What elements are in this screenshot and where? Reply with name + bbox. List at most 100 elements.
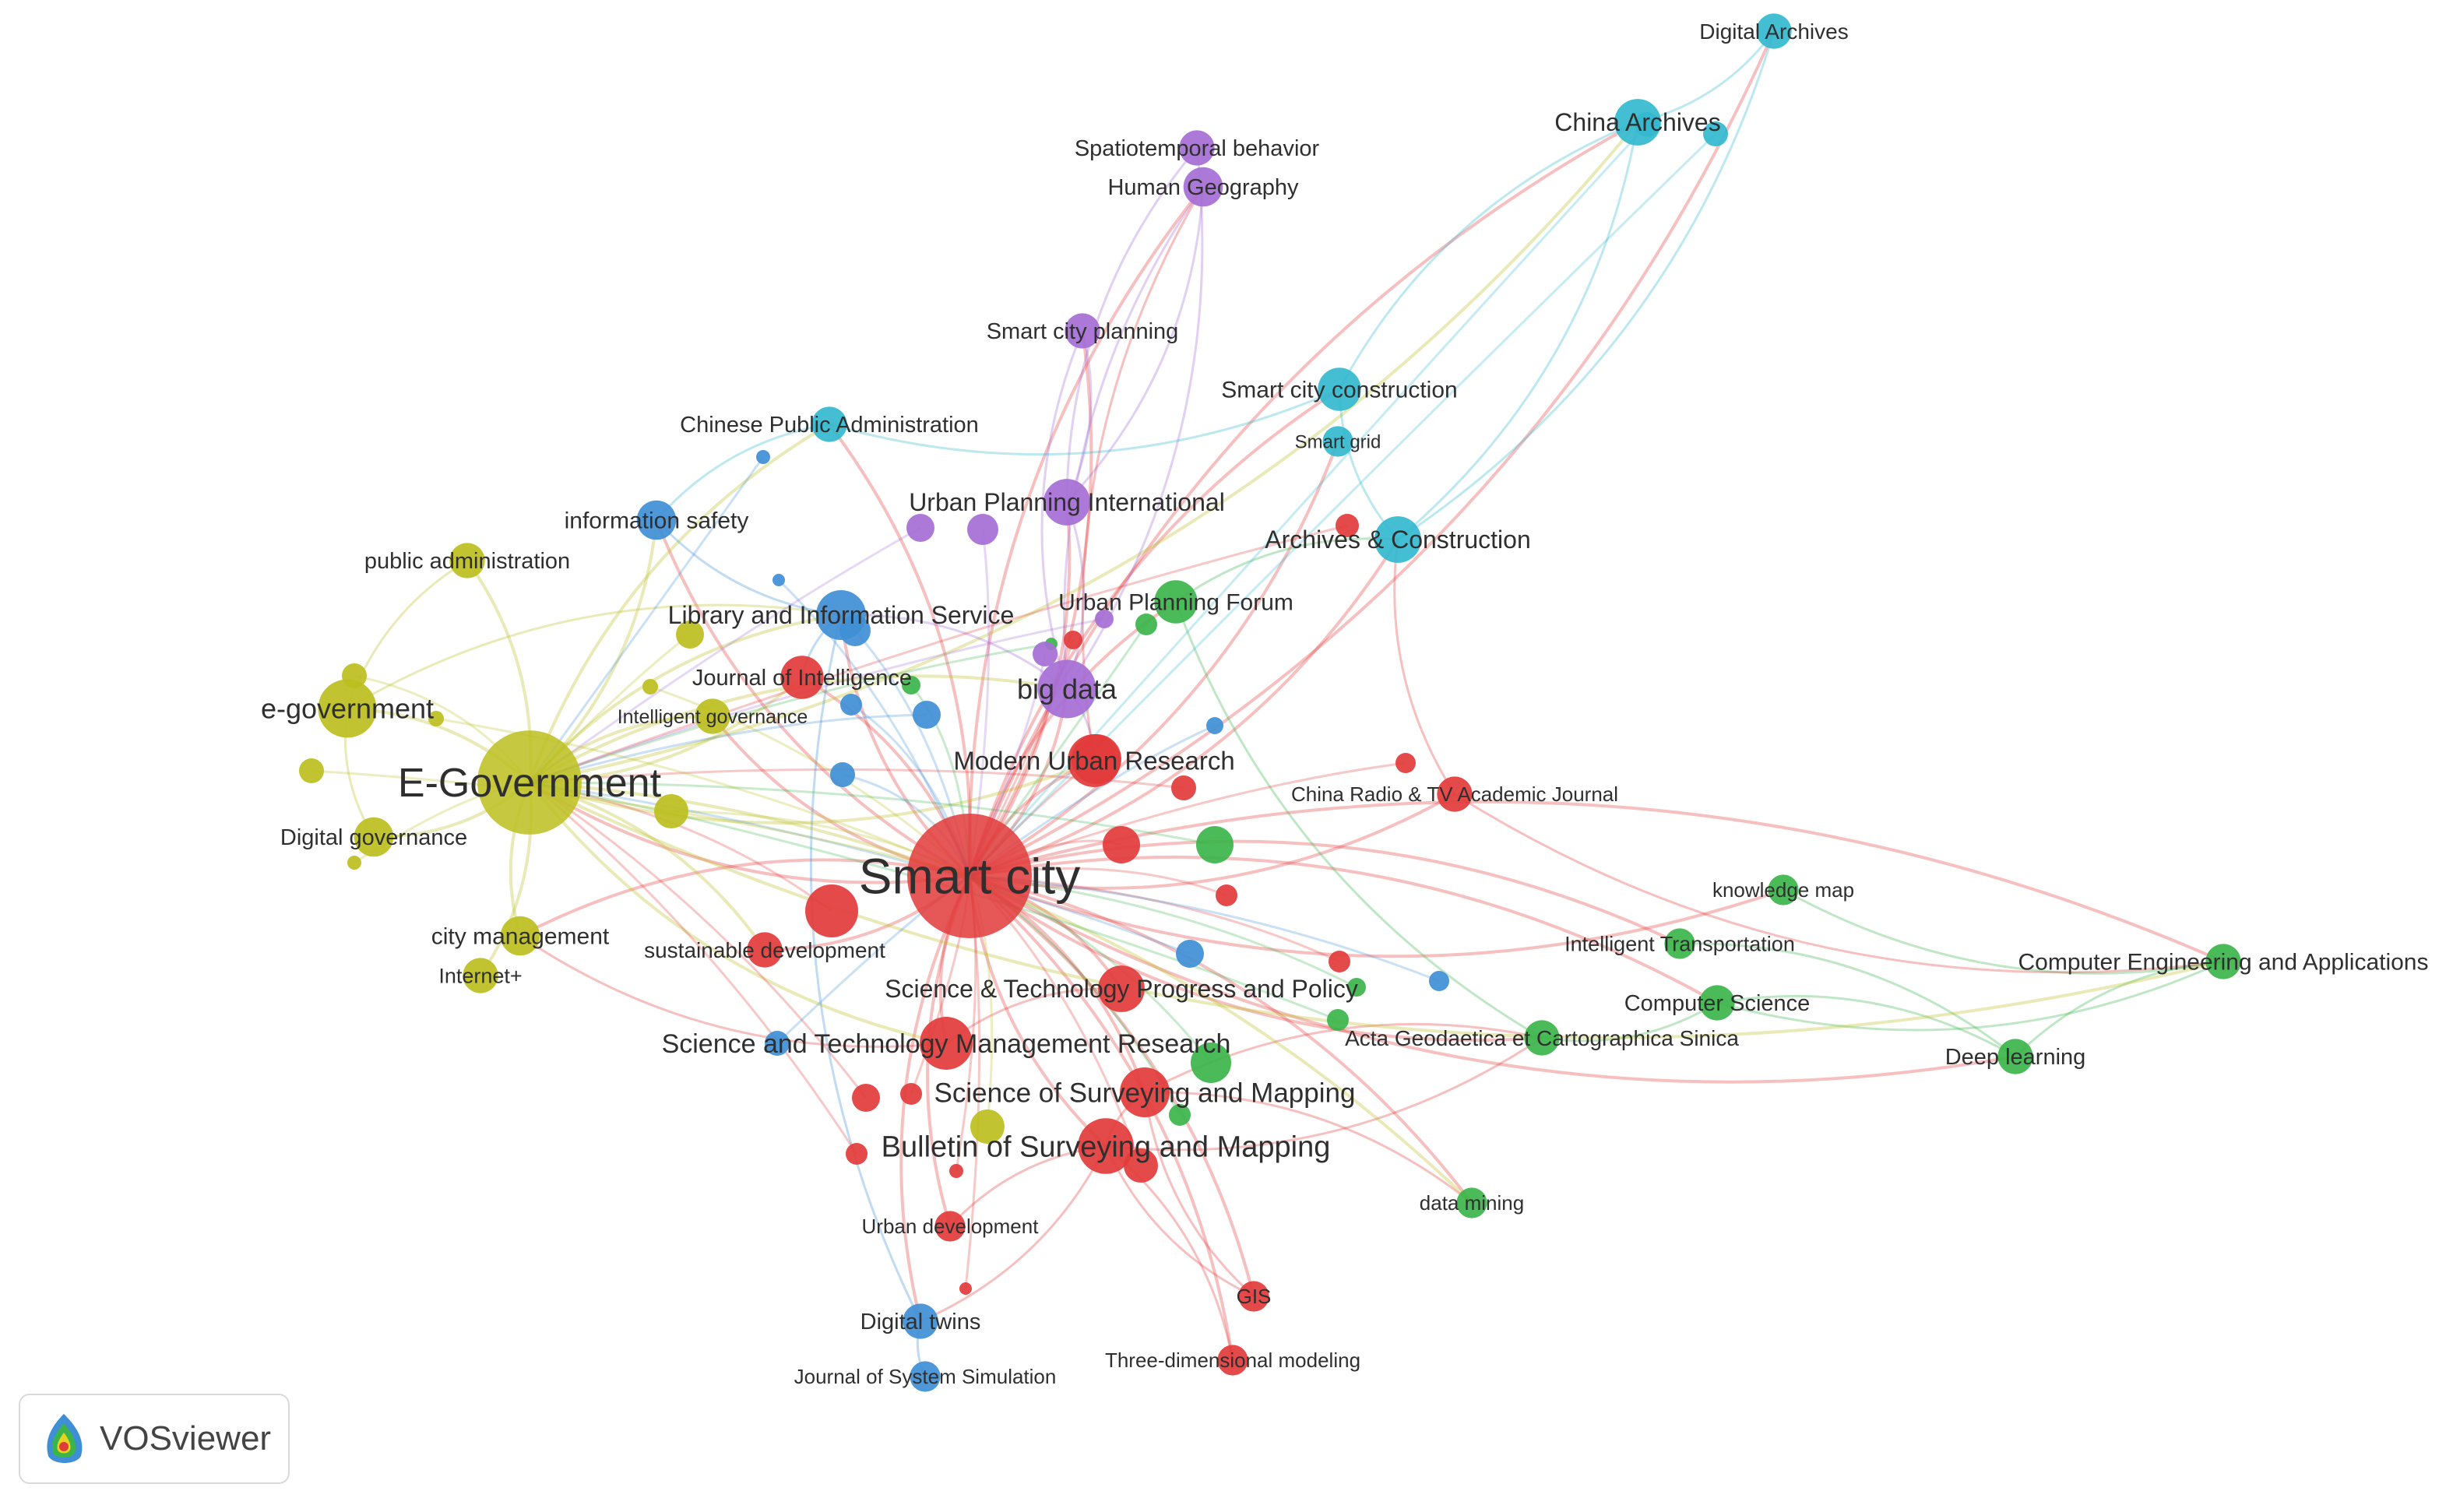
network-node-journal-intelligence[interactable] [780, 656, 824, 699]
network-link [969, 874, 1440, 983]
node-label-city-management: city management [431, 924, 610, 950]
network-node-smart-city[interactable] [907, 814, 1032, 938]
network-node-unlabeled[interactable] [428, 711, 444, 726]
network-link [969, 874, 1473, 1204]
network-node-acta-geodaetica[interactable] [1524, 1020, 1560, 1056]
network-node-intelligent-transport[interactable] [1664, 928, 1695, 959]
network-node-unlabeled[interactable] [1216, 884, 1237, 906]
network-node-urban-planning-forum[interactable] [1154, 580, 1198, 624]
network-node-data-mining[interactable] [1456, 1187, 1487, 1218]
vosviewer-badge[interactable]: VOSviewer [19, 1394, 290, 1484]
network-node-unlabeled[interactable] [1206, 717, 1223, 734]
network-node-public-admin[interactable] [449, 543, 485, 578]
network-node-unlabeled[interactable] [967, 514, 998, 545]
network-node-unlabeled[interactable] [852, 1084, 880, 1112]
network-node-human-geography[interactable] [1183, 167, 1223, 207]
network-node-internet-plus[interactable] [463, 958, 498, 993]
network-node-unlabeled[interactable] [1336, 514, 1359, 537]
network-node-digital-archives[interactable] [1756, 13, 1792, 49]
network-node-unlabeled[interactable] [1191, 1043, 1231, 1083]
network-node-unlabeled[interactable] [676, 621, 704, 649]
network-link [529, 617, 1105, 784]
network-node-journal-system-sim[interactable] [910, 1361, 941, 1392]
network-node-chinese-pub-admin[interactable] [811, 406, 847, 442]
network-node-knowledge-map[interactable] [1768, 874, 1799, 905]
network-node-intelligent-governance[interactable] [695, 698, 730, 734]
network-node-unlabeled[interactable] [1347, 978, 1366, 997]
network-node-unlabeled[interactable] [1395, 753, 1416, 773]
network-node-unlabeled[interactable] [846, 1143, 868, 1165]
network-node-unlabeled[interactable] [1171, 775, 1196, 800]
network-node-sci-tech-mgmt[interactable] [920, 1017, 973, 1070]
network-node-unlabeled[interactable] [1095, 610, 1114, 628]
network-node-unlabeled[interactable] [1329, 951, 1350, 972]
network-node-unlabeled[interactable] [347, 856, 361, 870]
network-node-unlabeled[interactable] [830, 762, 855, 787]
network-node-unlabeled[interactable] [900, 1083, 922, 1105]
network-node-smart-city-construction[interactable] [1318, 367, 1361, 411]
network-node-unlabeled[interactable] [1176, 940, 1204, 968]
network-node-three-d-modeling[interactable] [1217, 1345, 1248, 1376]
network-node-unlabeled[interactable] [642, 679, 658, 694]
network-node-deep-learning[interactable] [1997, 1039, 2033, 1074]
network-node-gis[interactable] [1238, 1281, 1269, 1312]
network-node-bulletin-surveying[interactable] [1078, 1118, 1134, 1174]
network-node-sustainable-dev[interactable] [747, 932, 783, 968]
network-node-big-data[interactable] [1037, 659, 1096, 719]
network-node-unlabeled[interactable] [840, 694, 862, 716]
network-node-unlabeled[interactable] [299, 758, 324, 783]
network-node-smart-city-planning[interactable] [1065, 313, 1100, 349]
network-node-unlabeled[interactable] [1135, 614, 1157, 635]
network-node-unlabeled[interactable] [1064, 631, 1082, 649]
network-node-sci-tech-progress[interactable] [1098, 965, 1145, 1012]
network-link [1065, 186, 1205, 504]
network-node-city-management[interactable] [500, 916, 540, 956]
network-node-e-government-lc[interactable] [318, 679, 377, 738]
network-node-info-safety[interactable] [636, 500, 677, 540]
network-node-e-government[interactable] [477, 730, 582, 835]
node-label-acta-geodaetica: Acta Geodaetica et Cartographica Sinica [1345, 1026, 1739, 1050]
network-link [529, 121, 1639, 784]
node-label-human-geography: Human Geography [1107, 175, 1299, 200]
network-node-unlabeled[interactable] [1033, 642, 1058, 666]
network-node-urban-planning-intl[interactable] [1043, 479, 1090, 526]
node-label-smart-city-planning: Smart city planning [987, 319, 1179, 344]
network-node-unlabeled[interactable] [913, 701, 941, 729]
network-node-unlabeled[interactable] [765, 1031, 790, 1056]
network-link [968, 330, 1093, 877]
network-node-china-archives[interactable] [1614, 99, 1661, 146]
network-node-library-info[interactable] [816, 590, 866, 640]
network-link [1175, 537, 1399, 603]
network-node-unlabeled[interactable] [773, 574, 785, 586]
network-node-digital-governance[interactable] [354, 817, 394, 857]
network-node-unlabeled[interactable] [1124, 1148, 1158, 1183]
network-node-unlabeled[interactable] [1196, 826, 1234, 863]
network-node-unlabeled[interactable] [970, 1109, 1005, 1144]
network-node-digital-twins[interactable] [903, 1303, 938, 1339]
network-node-modern-urban-research[interactable] [1068, 734, 1121, 787]
network-node-unlabeled[interactable] [1169, 1104, 1191, 1126]
network-node-science-surveying[interactable] [1120, 1067, 1170, 1117]
network-node-unlabeled[interactable] [1103, 826, 1140, 863]
network-node-spatiotemporal[interactable] [1179, 130, 1215, 166]
network-node-unlabeled[interactable] [906, 514, 934, 542]
network-node-unlabeled[interactable] [1429, 971, 1449, 991]
node-label-comp-eng-apps: Computer Engineering and Applications [2018, 950, 2428, 976]
network-link [529, 781, 1473, 1204]
network-node-unlabeled[interactable] [949, 1164, 963, 1178]
network-node-smart-grid[interactable] [1322, 426, 1353, 457]
network-node-unlabeled[interactable] [805, 884, 858, 937]
network-node-urban-development[interactable] [934, 1211, 966, 1242]
network-node-unlabeled[interactable] [902, 676, 920, 694]
network-node-unlabeled[interactable] [1703, 121, 1728, 146]
network-node-computer-science[interactable] [1699, 985, 1735, 1021]
network-node-comp-eng-apps[interactable] [2205, 944, 2241, 979]
node-label-urban-development: Urban development [862, 1215, 1040, 1238]
network-node-unlabeled[interactable] [1327, 1009, 1349, 1031]
network-node-china-radio-tv[interactable] [1437, 776, 1473, 812]
network-node-archives-construction[interactable] [1374, 516, 1421, 563]
network-link [969, 30, 1776, 877]
network-node-unlabeled[interactable] [756, 450, 770, 464]
network-node-unlabeled[interactable] [959, 1282, 972, 1295]
network-node-unlabeled[interactable] [654, 794, 688, 828]
